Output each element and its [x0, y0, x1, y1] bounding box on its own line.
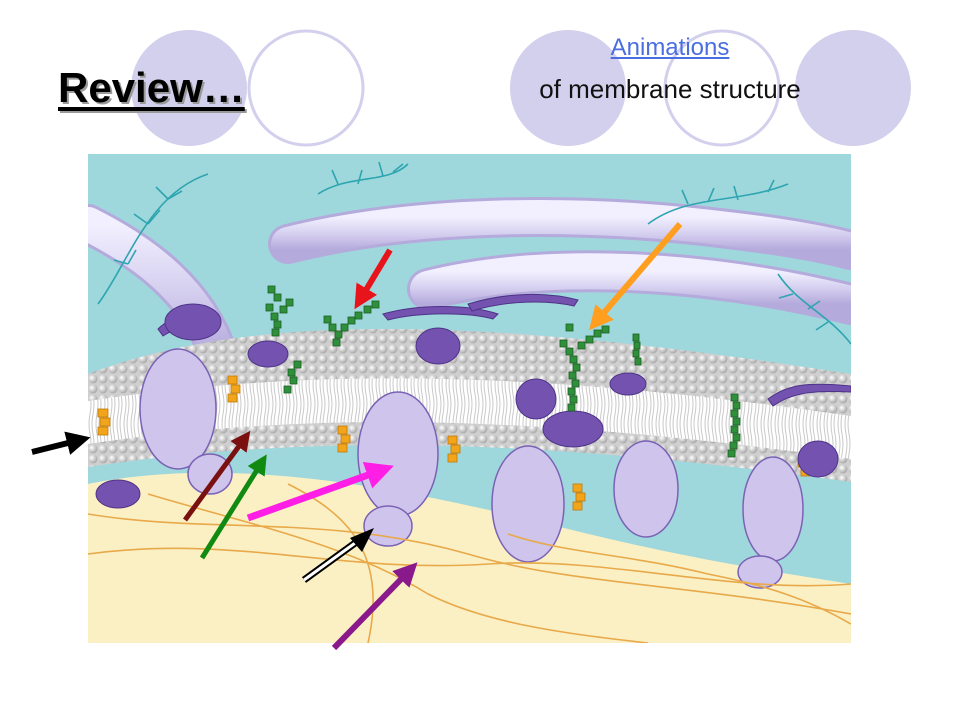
- deco-circle: [247, 29, 365, 147]
- integral-protein: [613, 440, 679, 538]
- integral-protein: [139, 348, 217, 470]
- integral-protein: [357, 391, 439, 517]
- integral-protein: [491, 445, 565, 563]
- deco-circle: [795, 30, 911, 146]
- slide-title: Review…: [58, 64, 245, 111]
- slide-subtitle: of membrane structure: [539, 74, 801, 104]
- integral-protein: [187, 453, 233, 495]
- animations-link[interactable]: Animations: [610, 34, 730, 61]
- integral-protein: [742, 456, 804, 562]
- integral-protein: [737, 555, 783, 589]
- peripheral-proteins: [95, 293, 851, 509]
- decorative-circles: [131, 29, 911, 147]
- carbohydrate-chains: [265, 285, 741, 458]
- deco-circle: [510, 30, 626, 146]
- deco-circle: [131, 30, 247, 146]
- cholesterol-molecules: [97, 375, 811, 511]
- proteoglycans: [97, 161, 851, 345]
- inner-head-layer: [88, 422, 851, 482]
- black-arrow-left: [31, 431, 91, 455]
- membrane-illustration: [88, 154, 851, 643]
- deco-circle: [663, 29, 781, 147]
